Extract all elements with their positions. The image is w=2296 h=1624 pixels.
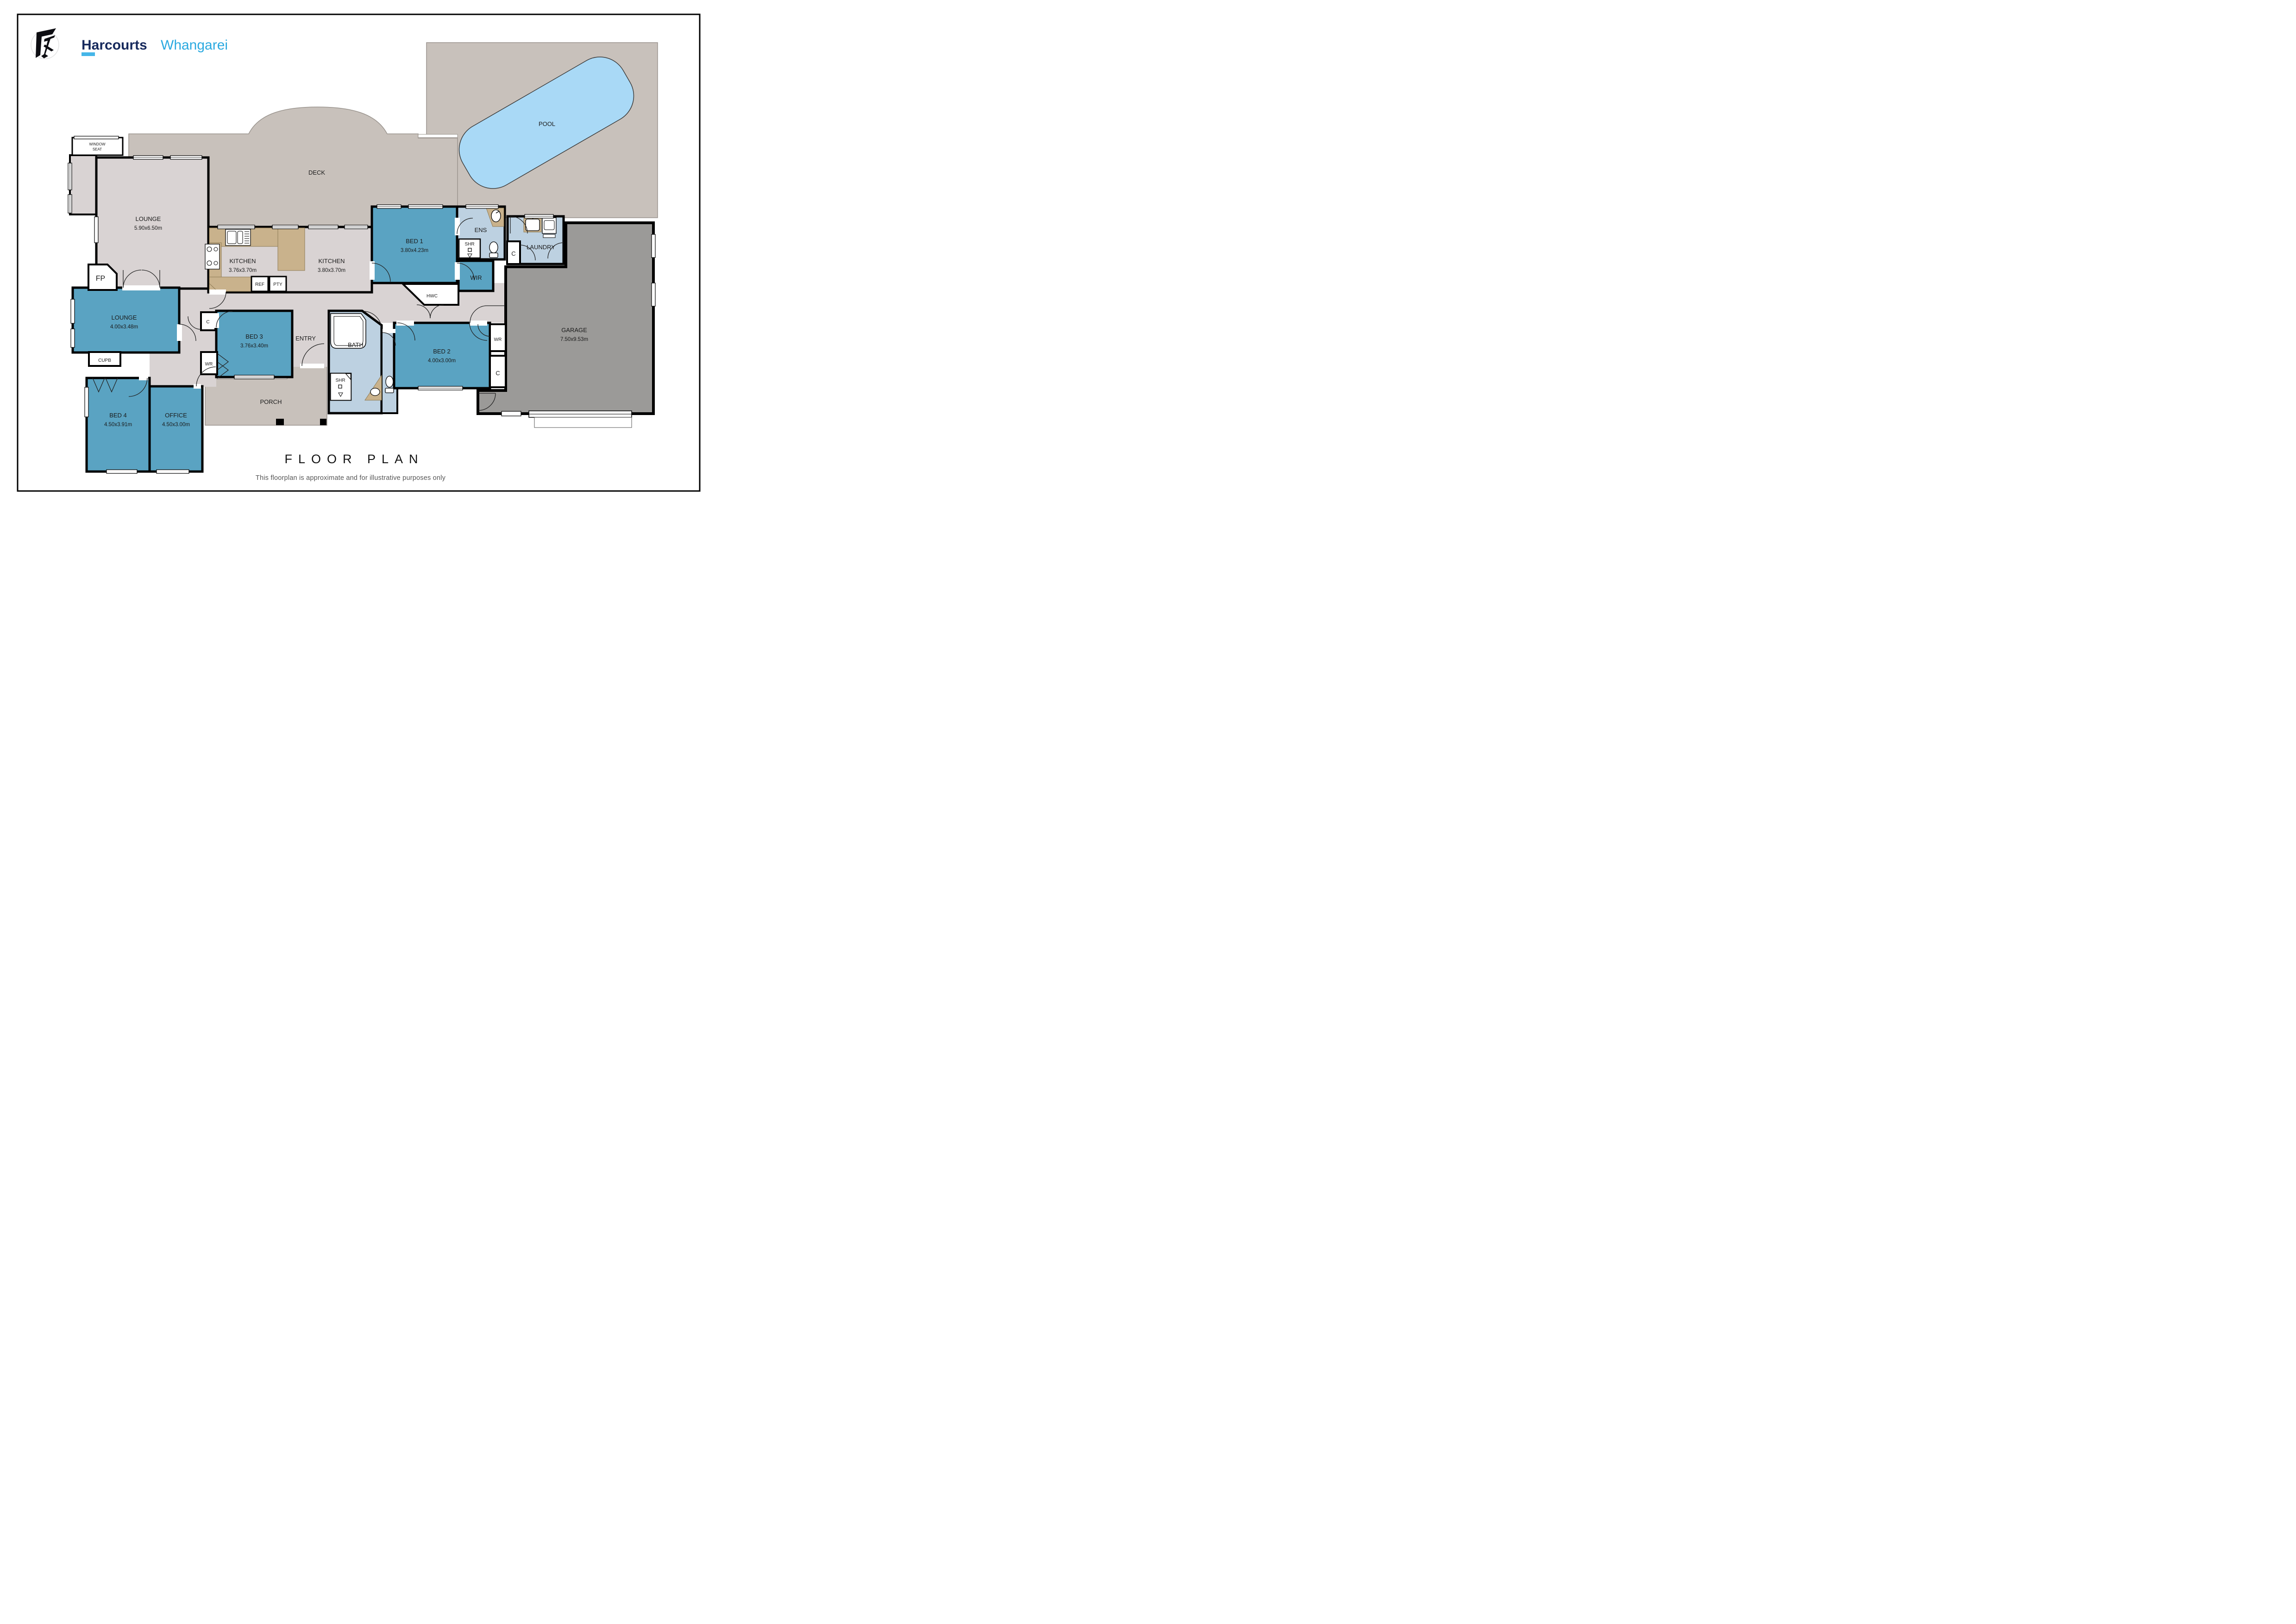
porch-label: PORCH bbox=[260, 398, 282, 405]
office-label: OFFICE bbox=[165, 412, 187, 419]
ref-label: REF bbox=[255, 282, 264, 287]
deck-label: DECK bbox=[308, 169, 325, 176]
laundry-sink-icon bbox=[523, 215, 542, 233]
door-swings bbox=[92, 216, 564, 411]
brand-underline bbox=[82, 52, 95, 56]
room-lounge-main bbox=[95, 156, 210, 290]
fireplace-box bbox=[88, 264, 118, 291]
bath-label: BATH bbox=[348, 341, 364, 348]
bed4-dims: 4.50x3.91m bbox=[104, 422, 132, 428]
wr-bed3-label: WR bbox=[205, 362, 213, 367]
window-seat-label: WINDOW bbox=[89, 142, 106, 146]
ens-label: ENS bbox=[475, 227, 487, 233]
pty-box bbox=[269, 276, 287, 292]
window-midlines bbox=[69, 157, 553, 389]
pool-label: POOL bbox=[539, 120, 555, 127]
lounge2-dims: 4.00x3.48m bbox=[110, 324, 138, 330]
bed2-label: BED 2 bbox=[433, 348, 451, 355]
deck-patio-step bbox=[418, 134, 458, 138]
disclaimer: This floorplan is approximate and for il… bbox=[256, 474, 446, 482]
c-laundry-box bbox=[506, 240, 521, 265]
wr-bed2-box bbox=[489, 323, 507, 352]
toilet-icon bbox=[489, 241, 498, 258]
room-bed2 bbox=[393, 321, 491, 390]
bed3-dims: 3.76x3.40m bbox=[240, 343, 268, 349]
garage-label: GARAGE bbox=[561, 327, 587, 334]
bed1-label: BED 1 bbox=[406, 238, 423, 245]
pool bbox=[458, 57, 634, 189]
washer-icon bbox=[542, 217, 557, 238]
footer: FLOOR PLAN This floorplan is approximate… bbox=[256, 452, 446, 482]
room-lounge2 bbox=[71, 286, 181, 354]
window bbox=[501, 411, 521, 416]
stove-icon bbox=[205, 244, 220, 270]
office-dims: 4.50x3.00m bbox=[162, 422, 190, 428]
site-areas bbox=[128, 42, 658, 426]
garage-door-run bbox=[534, 417, 632, 428]
window-seat-label: SEAT bbox=[93, 147, 102, 151]
lounge-bay bbox=[69, 154, 97, 215]
fireplace-label: FP bbox=[96, 275, 105, 283]
c-bed2-box bbox=[489, 355, 507, 388]
bed4-label: BED 4 bbox=[109, 412, 127, 419]
hwc-cupboard bbox=[401, 283, 459, 306]
deck bbox=[128, 107, 458, 227]
kitchen2-dims: 3.80x3.70m bbox=[318, 268, 345, 273]
c-bed2-label: C bbox=[496, 370, 500, 377]
bathtub-icon bbox=[330, 313, 366, 349]
shr-ens-label: SHR bbox=[464, 242, 474, 247]
shr-bath-label: SHR bbox=[335, 378, 345, 383]
kitchen1-label: KITCHEN bbox=[229, 258, 256, 264]
kitchen1-dims: 3.76x3.70m bbox=[229, 268, 257, 273]
floorplan-page: Harcourts Whangarei bbox=[0, 0, 716, 507]
kitchen2-label: KITCHEN bbox=[318, 258, 345, 264]
entry-label: ENTRY bbox=[295, 335, 316, 342]
room-office bbox=[148, 385, 204, 473]
garage-dims: 7.50x9.53m bbox=[560, 337, 588, 342]
brand-secondary: Whangarei bbox=[161, 38, 228, 53]
bed1-dims: 3.80x4.23m bbox=[401, 248, 428, 253]
pty-label: PTY bbox=[273, 282, 282, 287]
kitchen-counters bbox=[209, 227, 305, 293]
brand-primary: Harcourts bbox=[82, 38, 147, 53]
wir-label: WIR bbox=[470, 274, 482, 281]
room-wir bbox=[457, 259, 495, 292]
labels: WINDOW SEAT LOUNGE 5.90x6.50m FP KITCHEN… bbox=[89, 120, 588, 428]
window-seat bbox=[71, 137, 124, 156]
fixtures bbox=[205, 208, 557, 401]
porch-post bbox=[276, 419, 284, 425]
bed2-dims: 4.00x3.00m bbox=[428, 358, 456, 364]
page-title: FLOOR PLAN bbox=[284, 452, 424, 466]
bed3-label: BED 3 bbox=[245, 333, 263, 340]
laundry-label: LAUNDRY bbox=[527, 244, 555, 251]
harcourts-mark-glyph bbox=[36, 28, 56, 58]
toilet-icon bbox=[385, 376, 394, 393]
shower-icon bbox=[330, 372, 352, 401]
doors bbox=[92, 216, 564, 411]
room-bed1 bbox=[370, 205, 458, 284]
door-gaps bbox=[122, 218, 487, 389]
cupb-box bbox=[88, 351, 121, 367]
room-bed3 bbox=[215, 309, 294, 378]
header: Harcourts Whangarei bbox=[31, 28, 228, 59]
ref-box bbox=[251, 276, 269, 292]
wr-bed2-label: WR bbox=[494, 337, 502, 342]
page-border bbox=[17, 13, 701, 492]
wr-bed3-box bbox=[200, 351, 218, 375]
cupboards bbox=[88, 240, 521, 388]
floorplan-canvas: Harcourts Whangarei bbox=[17, 13, 701, 492]
lounge-main-dims: 5.90x6.50m bbox=[134, 226, 162, 231]
porch-post bbox=[320, 419, 326, 425]
c-laundry-label: C bbox=[511, 250, 515, 257]
hwc-label: HWC bbox=[427, 294, 438, 299]
lounge2-label: LOUNGE bbox=[112, 314, 137, 321]
lounge-main-label: LOUNGE bbox=[136, 215, 161, 222]
kitchen-sink-icon bbox=[225, 229, 251, 246]
c-bed3-label: C bbox=[206, 320, 209, 325]
shower-icon bbox=[458, 238, 481, 259]
cupb-label: CUPB bbox=[98, 358, 111, 363]
